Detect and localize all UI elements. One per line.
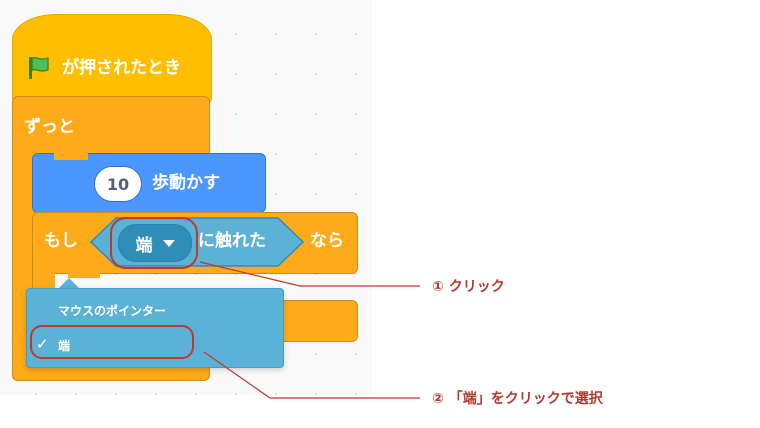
annotation-step2: ② 「端」をクリックで選択: [432, 391, 603, 407]
menu-item-edge[interactable]: 端: [58, 339, 71, 353]
annotation-step1: ① クリック: [432, 279, 505, 295]
touching-object-dropdown[interactable]: 端: [118, 224, 192, 262]
highlight-edge-option: [30, 325, 194, 359]
forever-label: ずっと: [24, 117, 75, 137]
dropdown-value: 端: [135, 235, 153, 256]
menu-item-mouse-pointer[interactable]: マウスのポインター: [58, 304, 167, 318]
then-label: なら: [310, 231, 344, 251]
highlight-dropdown: [110, 217, 198, 269]
move-steps-block[interactable]: [32, 153, 266, 213]
hat-label: が押されたとき: [62, 58, 181, 78]
if-notch: [68, 270, 100, 278]
if-label: もし: [44, 231, 78, 251]
green-flag-icon: [29, 56, 49, 79]
move-label: 歩動かす: [152, 173, 220, 193]
touching-label: に触れた: [198, 231, 266, 251]
caret-down-icon: [162, 239, 175, 247]
steps-input[interactable]: 10: [94, 166, 142, 202]
motion-notch: [54, 152, 88, 160]
dropdown-menu: [26, 288, 284, 368]
menu-pointer: [58, 278, 80, 289]
